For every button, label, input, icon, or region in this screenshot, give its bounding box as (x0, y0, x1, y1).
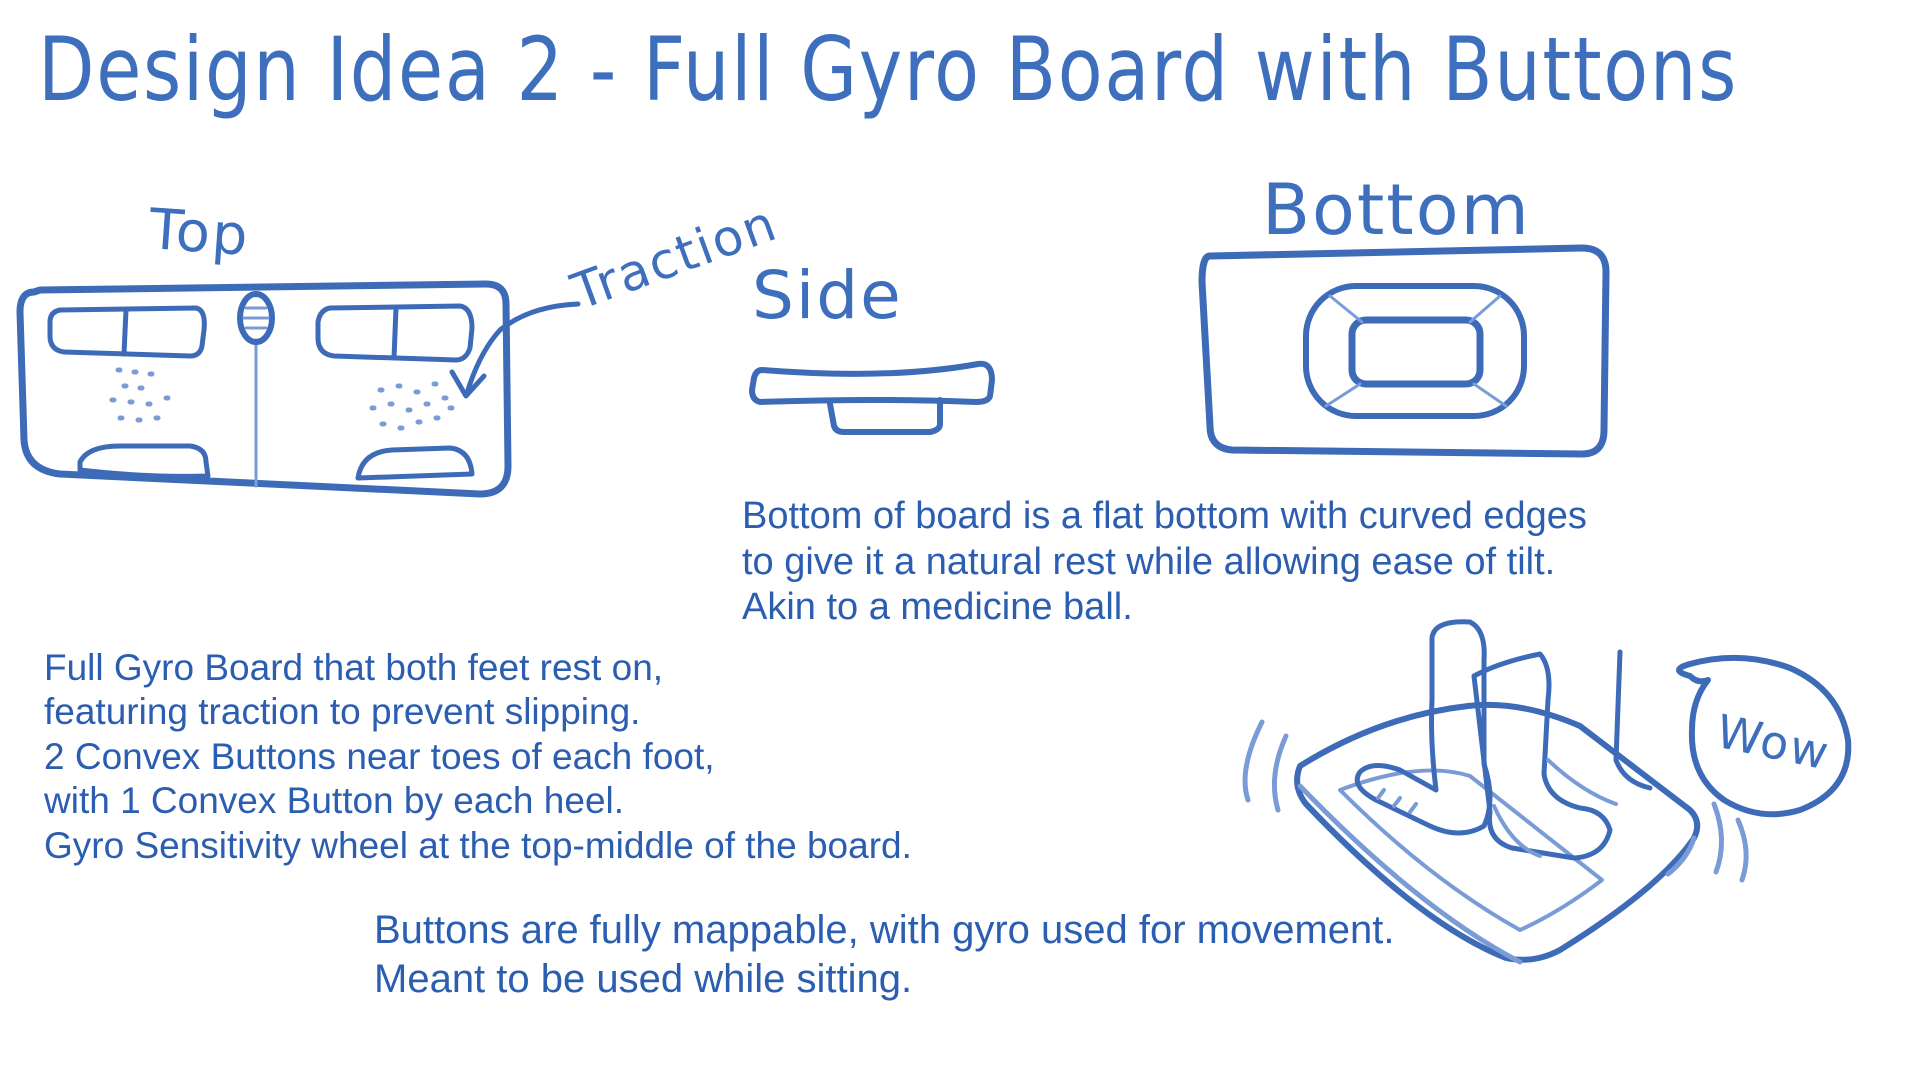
note-bottom-shape: Bottom of board is a flat bottom with cu… (742, 494, 1587, 631)
top-view-board (16, 280, 512, 498)
note-line: Bottom of board is a flat bottom with cu… (742, 495, 1587, 537)
note-line: Full Gyro Board that both feet rest on, (44, 647, 664, 688)
note-board-features: Full Gyro Board that both feet rest on, … (44, 646, 912, 868)
left-toe-buttons (47, 305, 207, 359)
traction-dots-right (369, 381, 455, 431)
note-line: Akin to a medicine ball. (742, 586, 1133, 629)
note-line: to give it a natural rest while allowing… (742, 540, 1556, 583)
label-wow: Wow (1712, 704, 1835, 781)
right-heel-button (355, 445, 475, 481)
right-toe-buttons (315, 303, 475, 363)
traction-arrow (465, 301, 581, 393)
note-line: Gyro Sensitivity wheel at the top-middle… (44, 824, 912, 866)
note-buttons-usage: Buttons are fully mappable, with gyro us… (374, 906, 1395, 1004)
bottom-view-board (1198, 244, 1610, 458)
left-heel-button (77, 443, 211, 479)
label-top: Top (146, 197, 252, 269)
sketch-title: Design Idea 2 - Full Gyro Board with But… (38, 18, 1738, 121)
note-line: featuring traction to prevent slipping. (44, 691, 641, 733)
note-line: 2 Convex Buttons near toes of each foot, (44, 735, 715, 777)
perspective-sketch (1242, 619, 1749, 965)
note-line: Buttons are fully mappable, with gyro us… (374, 908, 1395, 952)
note-line: with 1 Convex Button by each heel. (44, 780, 625, 822)
gyro-wheel-icon (237, 291, 275, 345)
traction-dots-left (109, 367, 171, 423)
side-view-board (749, 360, 995, 435)
note-line: Meant to be used while sitting. (374, 957, 913, 1002)
label-bottom: Bottom (1262, 169, 1531, 251)
wow-speech-bubble: Wow (1676, 654, 1852, 818)
label-side: Side (752, 257, 903, 334)
